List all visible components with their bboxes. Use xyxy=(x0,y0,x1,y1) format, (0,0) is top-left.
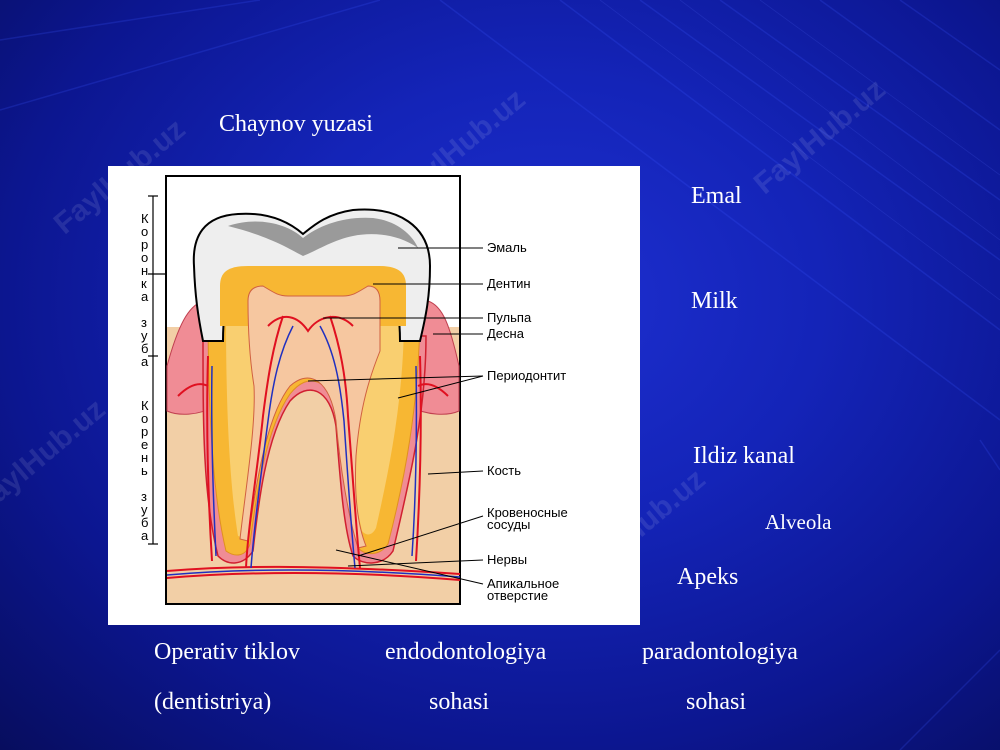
callout-nerves: Нервы xyxy=(487,552,527,567)
root-vertical-label: К о р е н ь з у б а xyxy=(141,398,149,543)
crown-letter: б xyxy=(141,341,148,356)
root-letter: а xyxy=(141,528,149,543)
blood-vessels xyxy=(166,315,461,581)
operative-restoration-label: Operativ tiklov xyxy=(154,639,300,665)
tooth-diagram: К о р о н к а з у б а К о р е н ь з у б … xyxy=(108,166,640,625)
root-canal-label: Ildiz kanal xyxy=(693,443,795,469)
tooth-diagram-svg: К о р о н к а з у б а К о р е н ь з у б … xyxy=(141,175,568,605)
dentistry-label: (dentistriya) xyxy=(154,689,272,715)
crown-letter: з xyxy=(141,315,147,330)
crown-letter: а xyxy=(141,354,149,369)
root-letter: у xyxy=(141,502,148,517)
crown-vertical-label: К о р о н к а з у б а xyxy=(141,211,149,369)
callout-periodontitis: Периодонтит xyxy=(487,368,566,383)
callout-apical-line1: Апикальное xyxy=(487,576,559,591)
callout-pulp: Пульпа xyxy=(487,310,532,325)
callout-enamel: Эмаль xyxy=(487,240,527,255)
root-letter: е xyxy=(141,437,148,452)
crown-letter: К xyxy=(141,211,149,226)
periodontology-field-label: sohasi xyxy=(686,689,746,715)
milk-label: Milk xyxy=(691,288,738,314)
alveola-label: Alveola xyxy=(765,510,832,534)
crown-letter: а xyxy=(141,289,149,304)
root-letter: ь xyxy=(141,463,148,478)
nerves-lines xyxy=(166,325,461,578)
left-brackets xyxy=(148,195,166,545)
callout-dentin: Дентин xyxy=(487,276,531,291)
root-letter: р xyxy=(141,424,148,439)
root-letter: н xyxy=(141,450,148,465)
enamel-shadow xyxy=(228,217,418,256)
root-letter: з xyxy=(141,489,147,504)
callout-leaders xyxy=(307,247,484,585)
callout-vessels-line2: сосуды xyxy=(487,517,530,532)
crown-letter: о xyxy=(141,224,148,239)
crown-letter: у xyxy=(141,328,148,343)
callout-vessels-line1: Кровеносные xyxy=(487,505,568,520)
callout-gum: Десна xyxy=(487,326,525,341)
chewing-surface-label: Chaynov yuzasi xyxy=(219,111,373,137)
root-letter: о xyxy=(141,411,148,426)
endodontology-field-label: sohasi xyxy=(429,689,489,715)
enamel-label: Emal xyxy=(691,183,742,209)
callout-bone: Кость xyxy=(487,463,521,478)
root-letter: б xyxy=(141,515,148,530)
crown-letter: р xyxy=(141,237,148,252)
crown-letter: о xyxy=(141,250,148,265)
endodontology-label: endodontologiya xyxy=(385,639,547,665)
crown-letter: н xyxy=(141,263,148,278)
callout-apical-line2: отверстие xyxy=(487,588,548,603)
root-letter: К xyxy=(141,398,149,413)
apex-label: Apeks xyxy=(677,564,739,590)
periodontology-label: paradontologiya xyxy=(642,639,798,665)
crown-letter: к xyxy=(141,276,147,291)
